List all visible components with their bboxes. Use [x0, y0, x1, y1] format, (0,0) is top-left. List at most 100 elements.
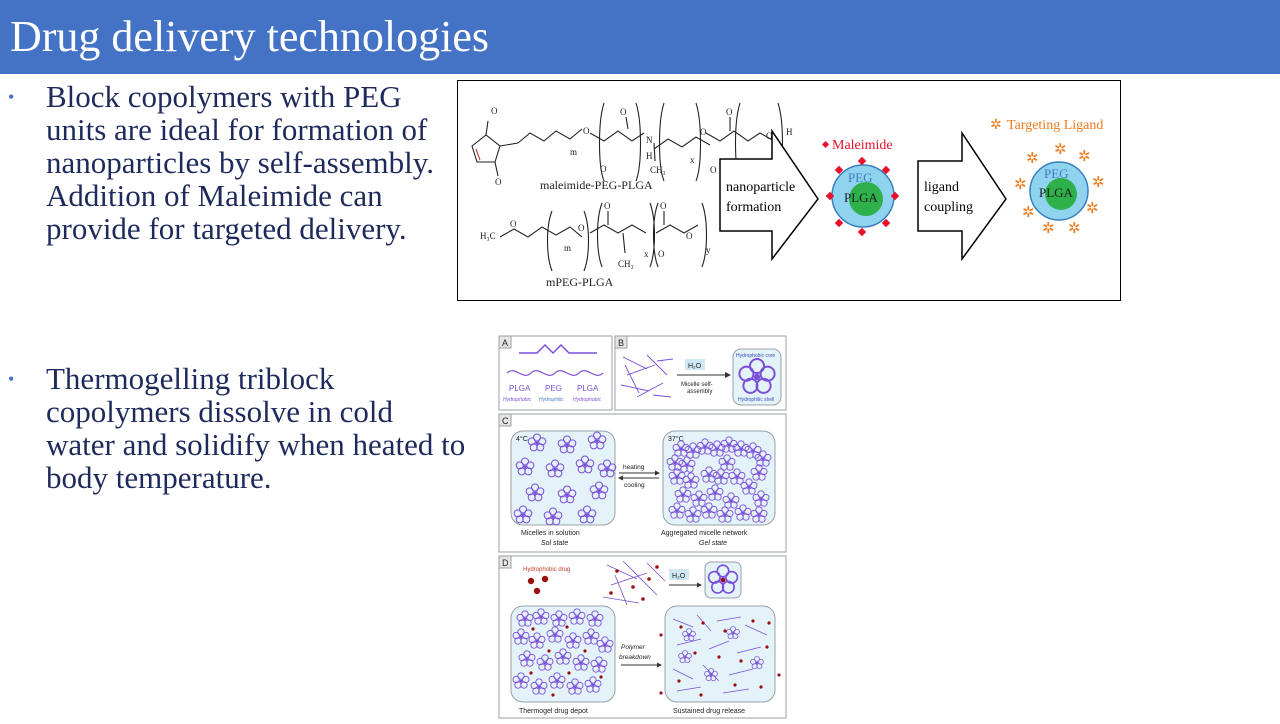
bullet-text: Thermogelling triblock copolymers dissol… — [46, 361, 466, 495]
atom-label: O — [686, 231, 693, 241]
polymer-block-sublabel: Hydrophilic — [539, 397, 564, 403]
molecule-1-label: maleimide-PEG-PLGA — [540, 178, 653, 192]
atom-label: O — [660, 201, 667, 211]
atom-label: O — [491, 106, 498, 116]
heating-label: heating — [623, 464, 645, 471]
atom-label: x — [644, 249, 649, 259]
plga-core — [1045, 178, 1077, 210]
bullet-item-1: • Block copolymers with PEG units are id… — [8, 80, 434, 245]
gel-caption: Aggregated micelle network — [661, 530, 748, 537]
arrow-2-label: coupling — [924, 200, 973, 215]
water-label: H₂O — [688, 363, 702, 370]
temperature-label: 37°C — [668, 435, 684, 443]
bullet-marker: • — [8, 87, 15, 107]
depot-caption: Thermogel drug depot — [519, 708, 588, 715]
maleimide-legend-marker — [821, 140, 830, 149]
maleimide-label: Maleimide — [832, 138, 893, 153]
water-label: H₂O — [672, 573, 686, 580]
shell-label: Hydrophilic shell — [738, 397, 774, 403]
atom-label: N — [646, 135, 653, 145]
atom-label: m — [564, 243, 571, 253]
bullet-text: Block copolymers with PEG units are idea… — [46, 79, 434, 246]
ligand-label: Targeting Ligand — [1007, 118, 1103, 133]
atom-label: H — [786, 127, 793, 137]
process-arrow-1 — [719, 128, 819, 262]
atom-label: H — [646, 151, 653, 161]
drug-label: Hydrophobic drug — [523, 567, 570, 573]
panel-d: D Hydrophobic drug H₂O — [498, 555, 787, 719]
atom-label: O — [766, 131, 773, 141]
release-caption: Sustained drug release — [673, 708, 745, 715]
atom-label: O — [620, 107, 627, 117]
polymer-block-sublabel: Hydrophobic — [573, 397, 602, 403]
atom-label: O — [495, 177, 502, 187]
panel-letter: D — [502, 558, 509, 568]
atom-label: O — [510, 219, 517, 229]
nanoparticle-maleimide: PEG PLGA — [825, 156, 900, 237]
panel-c: C 4°C heating cooling 37°C — [498, 413, 787, 553]
atom-label: O — [583, 126, 590, 136]
panel-b: B H₂O Micelle self- assembly Hydrophobic… — [614, 335, 787, 411]
svg-text:✲: ✲ — [1026, 151, 1039, 167]
panel-a: A PLGA PEG PLGA Hydrophobic Hydrophilic … — [498, 335, 613, 411]
plga-label: PLGA — [1039, 185, 1074, 200]
atom-label: O — [658, 249, 665, 259]
title-bar: Drug delivery technologies — [0, 0, 1280, 74]
panel-letter: C — [502, 416, 509, 426]
svg-text:✲: ✲ — [1068, 221, 1081, 237]
ligand-markers: ✲ ✲ ✲ ✲ ✲ ✲ ✲ ✲ ✲ — [1014, 142, 1105, 237]
svg-text:✲: ✲ — [1078, 149, 1091, 165]
molecule-2-label: mPEG-PLGA — [546, 275, 614, 289]
process-label: assembly — [687, 389, 712, 395]
svg-text:✲: ✲ — [1086, 201, 1099, 217]
nanoparticle-targeted: PEG PLGA ✲ ✲ ✲ ✲ ✲ ✲ ✲ ✲ ✲ — [1014, 142, 1105, 237]
polymer-block-label: PEG — [545, 384, 562, 393]
polymer-block-label: PLGA — [577, 384, 599, 393]
svg-text:✲: ✲ — [1014, 177, 1027, 193]
thermogel-figure: A PLGA PEG PLGA Hydrophobic Hydrophilic … — [497, 335, 787, 719]
panel-letter: B — [618, 338, 624, 348]
atom-label: O — [710, 165, 717, 175]
svg-text:✲: ✲ — [1042, 221, 1055, 237]
atom-label: O — [578, 223, 585, 233]
molecule-2-atom-labels: H₃C O m O O CH₃ x O O O y — [480, 201, 711, 269]
process-label: Polymer — [621, 644, 646, 651]
svg-text:✲: ✲ — [1054, 142, 1067, 158]
nanoparticle-scheme-figure: O O O m N H O O CH₃ O O x O O y H maleim… — [457, 80, 1121, 301]
gel-caption: Gel state — [699, 540, 727, 547]
atom-label: x — [690, 155, 695, 165]
atom-label: CH₃ — [618, 259, 634, 269]
plga-label: PLGA — [844, 190, 879, 205]
process-label: breakdown — [619, 654, 651, 661]
polymer-block-sublabel: Hydrophobic — [503, 397, 532, 403]
atom-label: O — [726, 107, 733, 117]
atom-label: y — [706, 245, 711, 255]
svg-text:✲: ✲ — [1022, 205, 1035, 221]
core-label: Hydrophobic core — [736, 353, 775, 359]
arrow-1-label: nanoparticle — [726, 180, 795, 195]
sol-caption: Micelles in solution — [521, 530, 580, 537]
slide-title: Drug delivery technologies — [10, 12, 489, 61]
ligand-legend-icon: ✲ — [990, 118, 1002, 133]
process-label: Micelle self- — [681, 382, 713, 388]
atom-label: O — [600, 164, 607, 174]
atom-label: O — [700, 127, 707, 137]
cooling-label: cooling — [624, 482, 645, 489]
panel-letter: A — [502, 338, 508, 348]
peg-label: PEG — [848, 170, 873, 185]
peg-label: PEG — [1044, 166, 1069, 181]
atom-label: CH₃ — [650, 165, 666, 175]
arrow-1-label: formation — [726, 200, 781, 215]
process-arrow-2 — [917, 130, 1007, 262]
arrow-2-label: ligand — [924, 180, 959, 195]
svg-text:✲: ✲ — [1092, 175, 1105, 191]
atom-label: m — [570, 147, 577, 157]
bullet-marker: • — [8, 369, 15, 389]
polymer-block-label: PLGA — [509, 384, 531, 393]
sol-caption: Sol state — [541, 540, 568, 547]
atom-label: O — [604, 201, 611, 211]
bullet-item-2: • Thermogelling triblock copolymers diss… — [8, 362, 465, 494]
temperature-label: 4°C — [516, 435, 528, 443]
mpeg-plga-structure — [499, 202, 707, 272]
plga-core — [849, 182, 883, 216]
